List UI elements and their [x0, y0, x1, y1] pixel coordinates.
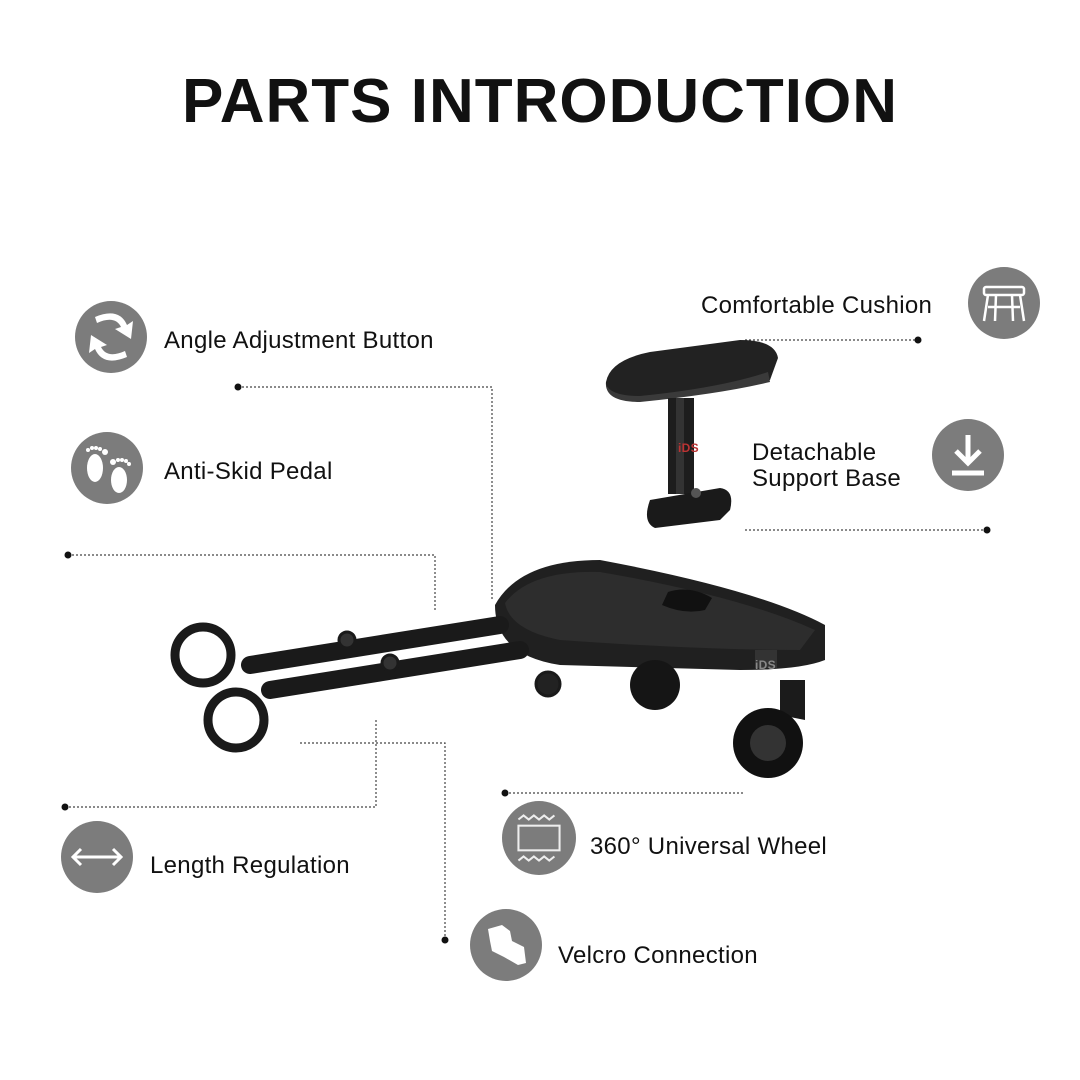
velcro-strap-icon — [470, 909, 542, 981]
leader-velcro — [300, 742, 446, 940]
label-support-line2: Support Base — [752, 465, 902, 492]
page-title: PARTS INTRODUCTION — [181, 67, 899, 136]
double-arrow-icon — [61, 821, 133, 893]
label-universal-wheel: 360° Universal Wheel — [590, 833, 828, 860]
leader-angle — [238, 386, 493, 600]
wave-frame-icon — [502, 801, 576, 875]
rotate-arrows-icon — [75, 301, 147, 373]
label-angle-adjustment: Angle Adjustment Button — [164, 327, 434, 354]
seat-cushion — [605, 340, 778, 528]
label-anti-skid-pedal: Anti-Skid Pedal — [164, 458, 333, 485]
label-support-line1: Detachable — [752, 439, 877, 466]
standing-board — [495, 560, 825, 670]
brand-mark-board: iDS — [755, 658, 776, 672]
download-icon — [932, 419, 1004, 491]
label-comfortable-cushion: Comfortable Cushion — [701, 292, 933, 319]
wheels — [630, 660, 805, 778]
label-velcro-connection: Velcro Connection — [558, 942, 758, 969]
stool-icon — [968, 267, 1040, 339]
label-length-regulation: Length Regulation — [150, 852, 350, 879]
footprints-icon — [71, 432, 143, 504]
leader-pedal — [68, 554, 436, 612]
extension-arms — [170, 616, 562, 753]
brand-mark: iDS — [678, 441, 699, 455]
